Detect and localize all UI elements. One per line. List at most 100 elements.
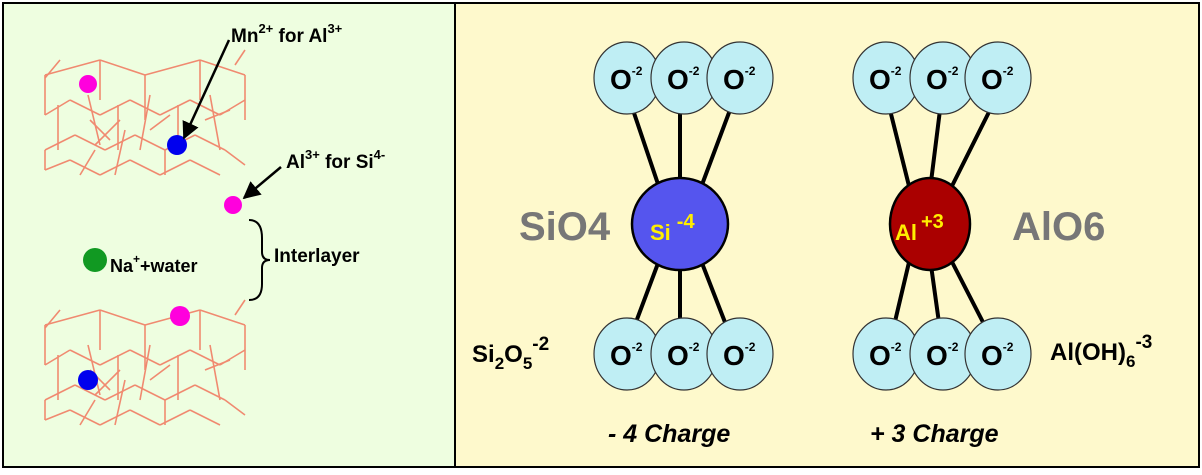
lattice-bond — [204, 359, 231, 371]
lattice-bond — [159, 349, 191, 366]
lattice-bond — [139, 94, 151, 151]
al-ion-top-left — [79, 75, 97, 93]
lattice-bond — [44, 309, 61, 329]
al-oxygen-label: O-2 — [926, 64, 959, 95]
lattice-bottom-layer — [44, 299, 246, 426]
lattice-bond — [234, 49, 246, 66]
lattice-bond — [159, 99, 191, 116]
al-cation-label: Al+3 — [895, 211, 944, 245]
lattice-bond — [104, 134, 136, 151]
mn-arrow — [182, 39, 231, 140]
lattice-bond — [224, 399, 246, 416]
lattice-bond — [209, 344, 221, 401]
lattice-bond — [99, 349, 131, 366]
si-oxygen-top-group: O-2 O-2 O-2 — [593, 41, 774, 115]
alo6-formula: AlO6 — [1012, 205, 1105, 249]
lattice-bond — [87, 94, 101, 146]
lattice-bond — [129, 349, 161, 366]
si-oxygen-atom — [706, 41, 774, 115]
lattice-bond — [69, 159, 101, 176]
lattice-bond — [44, 59, 61, 79]
lattice-bond — [234, 299, 246, 316]
al-substitution-label: Al3+ for Si4- — [286, 147, 385, 173]
si-oxygen-label: O-2 — [667, 64, 700, 95]
interlayer-brace — [248, 219, 271, 301]
al-charge-label: + 3 Charge — [870, 420, 999, 448]
lattice-bond — [149, 114, 171, 131]
lattice-bond — [199, 309, 246, 326]
al-cation — [888, 176, 972, 272]
lattice-bond — [194, 384, 226, 401]
lattice-bond — [129, 409, 161, 426]
mn-ion-top — [167, 135, 187, 155]
lattice-bond — [134, 384, 166, 401]
lattice-bond — [159, 409, 191, 426]
lattice-bond — [44, 159, 71, 171]
lattice-bond — [139, 344, 151, 401]
al-ion-bottom — [170, 306, 190, 326]
al-oxygen-label: O-2 — [869, 340, 902, 371]
si-cation-label: Si-4 — [650, 211, 695, 245]
lattice-bond — [69, 99, 101, 116]
al-oxygen-atom — [964, 41, 1032, 115]
lattice-bond — [129, 99, 161, 116]
lattice-bond — [149, 364, 171, 381]
lattice-bond — [44, 59, 101, 76]
lattice-bond — [204, 109, 231, 121]
si-oxygen-label: O-2 — [667, 340, 700, 371]
al-arrow — [242, 166, 282, 200]
na-water-label: Na++water — [110, 252, 198, 276]
lattice-top-layer — [44, 49, 246, 176]
lattice-bond — [144, 59, 201, 76]
mn-ion-bottom — [78, 370, 98, 390]
lattice-bond — [104, 384, 136, 401]
si2o5-formula: Si2O5-2 — [472, 334, 549, 373]
si-oxygen-label: O-2 — [723, 340, 756, 371]
lattice-bond — [199, 59, 246, 76]
lattice-bond — [79, 399, 96, 426]
lattice-bond — [134, 134, 166, 151]
lattice-bond — [99, 409, 131, 426]
right-panel — [454, 2, 1200, 468]
lattice-bond — [189, 409, 221, 426]
si-oxygen-bottom-group: O-2 O-2 O-2 — [593, 317, 774, 391]
aloh6-formula: Al(OH)6-3 — [1050, 332, 1152, 371]
lattice-bond — [44, 309, 101, 326]
al-ion-substitution — [224, 196, 242, 214]
al-oxygen-label: O-2 — [869, 64, 902, 95]
mn-substitution-label: Mn2+ for Al3+ — [231, 21, 343, 47]
lattice-bond — [94, 119, 121, 146]
interlayer-label: Interlayer — [274, 246, 360, 267]
si-oxygen-label: O-2 — [610, 64, 643, 95]
lattice-bond — [94, 369, 121, 396]
lattice-bond — [99, 99, 131, 116]
al-oxygen-label: O-2 — [926, 340, 959, 371]
si-oxygen-label: O-2 — [610, 340, 643, 371]
lattice-bond — [44, 384, 76, 401]
lattice-bond — [89, 119, 111, 141]
lattice-bond — [44, 409, 71, 421]
sio4-formula: SiO4 — [519, 205, 611, 249]
lattice-bond — [209, 94, 221, 151]
lattice-bond — [224, 149, 246, 166]
lattice-bond — [74, 134, 106, 151]
lattice-bond — [99, 59, 146, 76]
lattice-bond — [99, 309, 146, 326]
lattice-bond — [87, 344, 101, 396]
al-oxygen-top-group: O-2 O-2 O-2 — [852, 41, 1032, 115]
lattice-bond — [44, 134, 76, 151]
left-panel — [2, 2, 456, 468]
si-oxygen-atom — [706, 317, 774, 391]
lattice-bond — [194, 134, 226, 151]
al-oxygen-label: O-2 — [981, 64, 1014, 95]
na-ion — [83, 248, 107, 272]
lattice-bond — [189, 349, 221, 366]
si-cation — [630, 176, 730, 272]
lattice-bond — [69, 349, 101, 366]
si-oxygen-label: O-2 — [723, 64, 756, 95]
lattice-bond — [164, 384, 196, 401]
lattice-bond — [189, 159, 221, 176]
